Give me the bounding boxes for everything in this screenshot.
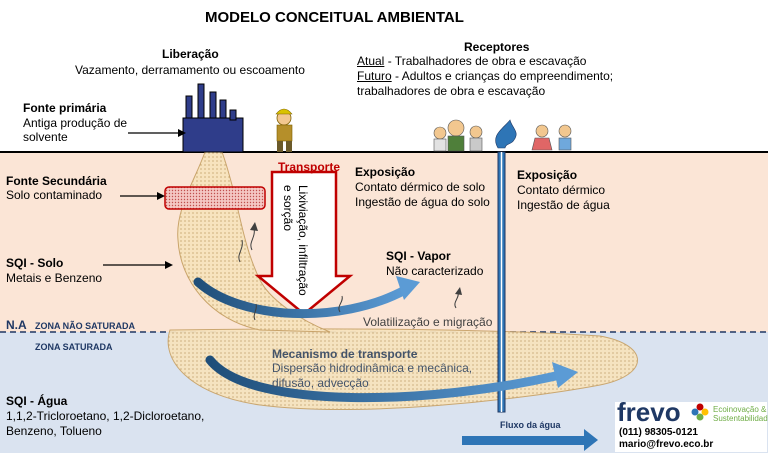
receptors-heading: Receptores bbox=[464, 40, 530, 54]
transport-arrow-line1: Lixiviação, infiltração bbox=[296, 185, 310, 296]
mechanism-line2: difusão, advecção bbox=[272, 376, 369, 390]
water-tap-icon bbox=[495, 119, 517, 149]
sqi-soil-heading: SQI - Solo bbox=[6, 256, 64, 270]
sqi-water-line1: 1,1,2-Tricloroetano, 1,2-Dicloroetano, bbox=[6, 409, 205, 423]
family-icon bbox=[433, 119, 483, 152]
flow-arrow-body bbox=[462, 436, 586, 445]
page-title: MODELO CONCEITUAL AMBIENTAL bbox=[205, 9, 464, 26]
exposure-water-line2: Ingestão de água bbox=[517, 198, 610, 212]
logo-brand: frevo bbox=[617, 397, 681, 427]
transport-heading: Transporte bbox=[278, 160, 341, 174]
sqi-vapor-heading: SQI - Vapor bbox=[386, 249, 451, 263]
receptors-current: Atual - Trabalhadores de obra e escavaçã… bbox=[357, 54, 587, 68]
exposure-water-heading: Exposição bbox=[517, 168, 578, 182]
exposure-soil-line2: Ingestão de água do solo bbox=[355, 195, 490, 209]
logo-leaf-icon bbox=[691, 403, 709, 421]
receptors-future-2: trabalhadores de obra e escavação bbox=[357, 84, 546, 98]
primary-source-heading: Fonte primária bbox=[23, 101, 107, 115]
mechanism-line1: Dispersão hidrodinâmica e mecânica, bbox=[272, 361, 473, 375]
exposure-soil-line1: Contato dérmico de solo bbox=[355, 180, 486, 194]
logo-email: mario@frevo.eco.br bbox=[619, 439, 714, 450]
logo-tagline-1: Ecoinovação & bbox=[713, 405, 767, 414]
primary-source-line2: solvente bbox=[23, 130, 68, 144]
volatilization-label: Volatilização e migração bbox=[363, 315, 493, 329]
release-text: Vazamento, derramamento ou escoamento bbox=[75, 63, 305, 77]
groundwater-migration-arrow bbox=[205, 355, 565, 403]
flow-label: Fluxo da água bbox=[500, 420, 561, 430]
primary-source-line1: Antiga produção de bbox=[23, 116, 128, 130]
logo-phone: (011) 98305-0121 bbox=[619, 427, 698, 438]
sqi-soil-text: Metais e Benzeno bbox=[6, 271, 103, 285]
contaminated-soil-block bbox=[164, 186, 266, 210]
transport-arrow-line2: e sorção bbox=[281, 185, 295, 232]
receptors-future: Futuro - Adultos e crianças do empreendi… bbox=[357, 69, 614, 83]
exposure-soil-heading: Exposição bbox=[355, 165, 416, 179]
sqi-water-heading: SQI - Água bbox=[6, 394, 68, 408]
secondary-source-text: Solo contaminado bbox=[6, 188, 103, 202]
vapor-migration-arrow bbox=[193, 277, 410, 319]
transport-arrow bbox=[254, 170, 354, 316]
logo-block: frevo Ecoinovação & Sustentabilidade (01… bbox=[615, 398, 768, 452]
factory-icon bbox=[182, 83, 244, 153]
water-table-label: N.A bbox=[6, 318, 27, 332]
worker-icon bbox=[275, 108, 293, 152]
unsaturated-zone-label: ZONA NÃO SATURADA bbox=[35, 321, 135, 331]
release-heading: Liberação bbox=[162, 47, 219, 61]
flow-arrow-head bbox=[584, 429, 598, 451]
mechanism-heading: Mecanismo de transporte bbox=[272, 347, 418, 361]
sqi-vapor-text: Não caracterizado bbox=[386, 264, 484, 278]
logo-tagline-2: Sustentabilidade bbox=[713, 414, 768, 423]
exposure-water-line1: Contato dérmico bbox=[517, 183, 606, 197]
sqi-water-line2: Benzeno, Tolueno bbox=[6, 424, 102, 438]
saturated-zone-label: ZONA SATURADA bbox=[35, 342, 113, 352]
secondary-source-heading: Fonte Secundária bbox=[6, 174, 107, 188]
children-icon bbox=[531, 124, 572, 151]
